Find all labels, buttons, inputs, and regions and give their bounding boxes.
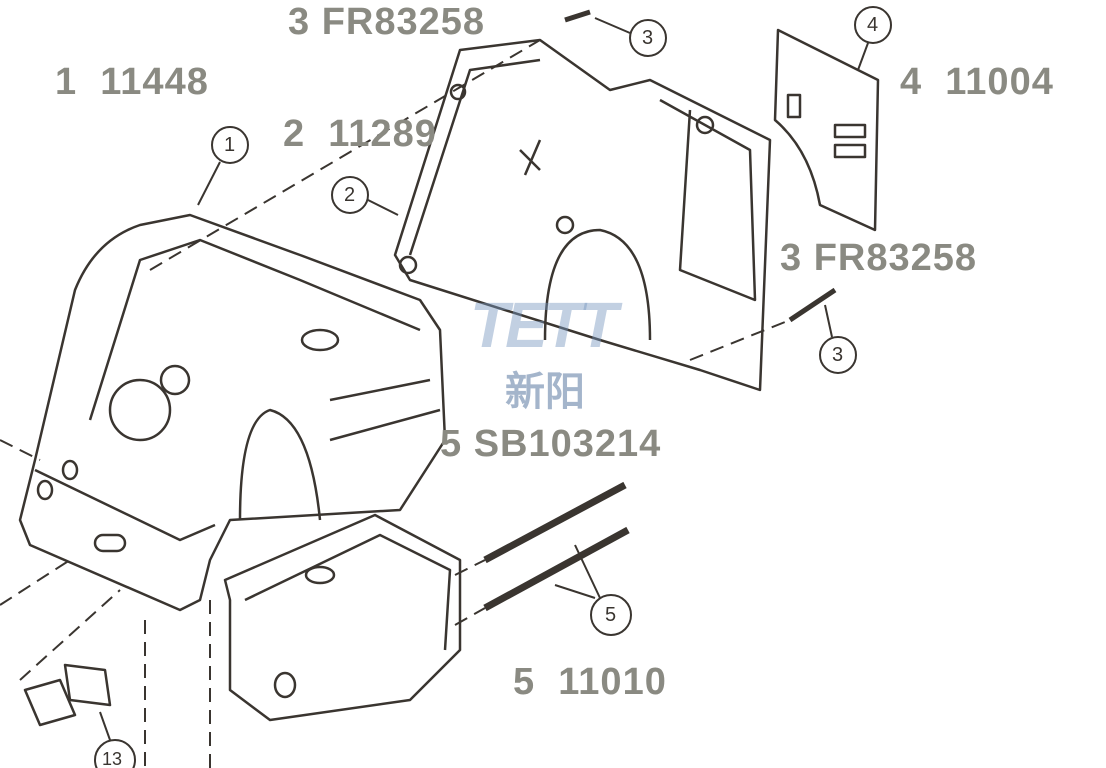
part-label: 3 FR83258 bbox=[288, 1, 486, 43]
part-label: 1 11448 bbox=[55, 61, 209, 103]
part-label: 3 FR83258 bbox=[780, 237, 978, 279]
callout-number: 3 bbox=[642, 27, 654, 49]
cover-part-2 bbox=[393, 38, 772, 392]
part-label: 5 11010 bbox=[513, 661, 667, 703]
housing-part-1 bbox=[18, 213, 447, 612]
callout-circles bbox=[94, 6, 892, 768]
callout-number: 1 bbox=[224, 134, 236, 156]
watermark-cjk: 新阳 bbox=[505, 370, 585, 414]
callout-number: 3 bbox=[832, 344, 844, 366]
rod bbox=[483, 526, 630, 612]
part-label: 2 11289 bbox=[283, 113, 437, 155]
part-label: 4 11004 bbox=[900, 61, 1054, 103]
callout-number: 13 bbox=[102, 749, 123, 768]
part-label: 5 SB103214 bbox=[440, 423, 662, 465]
callout-number: 2 bbox=[344, 184, 356, 206]
callout-number: 4 bbox=[867, 14, 879, 36]
watermark-logo: TETT bbox=[470, 289, 618, 361]
rod bbox=[483, 481, 627, 564]
plate-part-4 bbox=[773, 28, 880, 232]
callout-number: 5 bbox=[605, 604, 617, 626]
bracket bbox=[223, 513, 462, 722]
